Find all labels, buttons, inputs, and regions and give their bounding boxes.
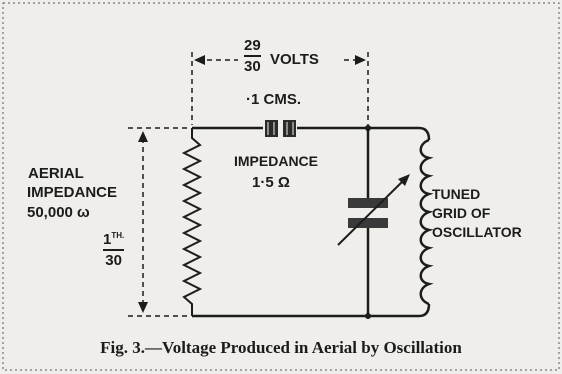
fraction-superscript: TH. bbox=[111, 231, 125, 240]
figure-caption: Fig. 3.—Voltage Produced in Aerial by Os… bbox=[100, 338, 462, 357]
left-dimension-arrowhead-top bbox=[138, 131, 148, 142]
dimension-arrowhead-left bbox=[194, 55, 205, 65]
bottom-right-corner bbox=[418, 303, 431, 318]
volts-denominator: 30 bbox=[244, 55, 261, 74]
left-dimension-arrowhead-bottom bbox=[138, 302, 148, 313]
tuned-label-line2: GRID OF bbox=[432, 205, 491, 221]
capacitance-label: ·1 CMS. bbox=[246, 91, 302, 108]
fraction-label: 1TH. 30 bbox=[103, 232, 125, 268]
series-capacitor-plate-right bbox=[283, 120, 296, 137]
fraction-numerator: 1TH. bbox=[103, 232, 124, 249]
tuned-label-line1: TUNED bbox=[432, 186, 481, 202]
variable-capacitor-plate-bottom bbox=[348, 218, 388, 228]
variable-capacitor-arrow bbox=[337, 177, 407, 246]
fraction-denominator: 30 bbox=[103, 249, 125, 268]
figure-border bbox=[2, 2, 560, 371]
volts-unit-label: VOLTS bbox=[270, 51, 319, 68]
aerial-resistor bbox=[181, 128, 203, 316]
variable-capacitor-plate-top bbox=[348, 198, 388, 208]
volts-numerator: 29 bbox=[244, 37, 261, 54]
dimension-arrowhead-right bbox=[355, 55, 366, 65]
impedance-label: IMPEDANCE bbox=[234, 153, 319, 169]
volts-fraction: 29 30 bbox=[244, 38, 261, 74]
fraction-numerator-digit: 1 bbox=[103, 231, 112, 248]
series-capacitor-plate-left bbox=[265, 120, 278, 137]
aerial-label-line1: AERIAL bbox=[28, 165, 84, 182]
aerial-label-line2: IMPEDANCE bbox=[27, 184, 118, 201]
impedance-value: 1·5 Ω bbox=[252, 174, 290, 191]
top-right-corner bbox=[418, 126, 431, 141]
tuned-label-line3: OSCILLATOR bbox=[432, 224, 522, 240]
variable-capacitor-arrowhead bbox=[398, 174, 410, 186]
tuning-coil bbox=[419, 138, 434, 306]
aerial-label-line3: 50,000 ω bbox=[27, 204, 90, 221]
